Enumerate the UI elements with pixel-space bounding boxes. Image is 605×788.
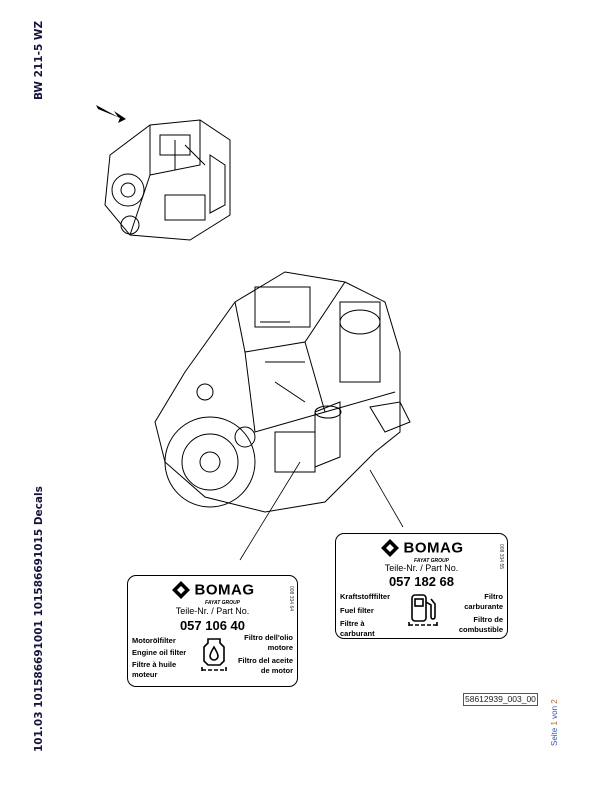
decal-fuel-filter: BOMAG FAYAT GROUP Teile-Nr. / Part No. 0… bbox=[335, 533, 508, 639]
decal-code: 008 334 64 bbox=[288, 586, 294, 612]
label-de: Kraftstofffilter bbox=[340, 592, 390, 601]
label-es: Filtro del aceite bbox=[237, 656, 293, 665]
decal-engine-oil-filter: BOMAG FAYAT GROUP Teile-Nr. / Part No. 0… bbox=[127, 575, 298, 687]
bomag-logo-icon bbox=[171, 581, 190, 599]
arrow-icon bbox=[96, 105, 126, 123]
label-es-cont: de motor bbox=[260, 666, 293, 675]
fuel-filter-icon bbox=[408, 594, 438, 628]
label-it: Filtro dell'olio bbox=[244, 633, 293, 642]
label-fr-cont: carburant bbox=[340, 629, 375, 638]
part-number: 057 182 68 bbox=[388, 574, 455, 589]
document-reference: 101.03 101586691001 101586691015 Decals bbox=[33, 486, 45, 752]
label-it: Filtro bbox=[484, 592, 503, 601]
engine-illustration bbox=[154, 271, 411, 561]
label-fr-cont: moteur bbox=[132, 670, 158, 679]
part-number-label: Teile-Nr. / Part No. bbox=[175, 606, 250, 616]
drawing-reference: 58612939_003_00 bbox=[463, 693, 538, 706]
label-es: Filtro de bbox=[473, 615, 503, 624]
label-en: Engine oil filter bbox=[132, 648, 187, 657]
decal-code: 008 334 55 bbox=[498, 544, 504, 570]
part-number: 057 106 40 bbox=[179, 618, 246, 633]
bomag-logo: BOMAG FAYAT GROUP bbox=[336, 538, 507, 564]
label-fr: Filtre à bbox=[340, 619, 365, 628]
bomag-logo: BOMAG FAYAT GROUP bbox=[128, 580, 297, 606]
label-es-cont: combustible bbox=[458, 625, 503, 634]
label-de: Motorölfilter bbox=[132, 636, 176, 645]
page-indicator: Seite 1 von 2 bbox=[550, 699, 559, 746]
part-number-label: Teile-Nr. / Part No. bbox=[384, 563, 459, 573]
label-it-cont: carburante bbox=[464, 602, 503, 611]
engine-overview-illustration bbox=[96, 105, 231, 241]
page-total: 2 bbox=[550, 699, 559, 704]
oil-filter-icon bbox=[201, 638, 227, 673]
label-it-cont: motore bbox=[267, 643, 293, 652]
label-fr: Filtre à huile bbox=[132, 660, 177, 669]
machine-model: BW 211-5 WZ bbox=[33, 20, 45, 100]
page-current: 1 bbox=[550, 721, 559, 726]
bomag-logo-icon bbox=[380, 539, 399, 557]
label-en: Fuel filter bbox=[340, 606, 374, 615]
